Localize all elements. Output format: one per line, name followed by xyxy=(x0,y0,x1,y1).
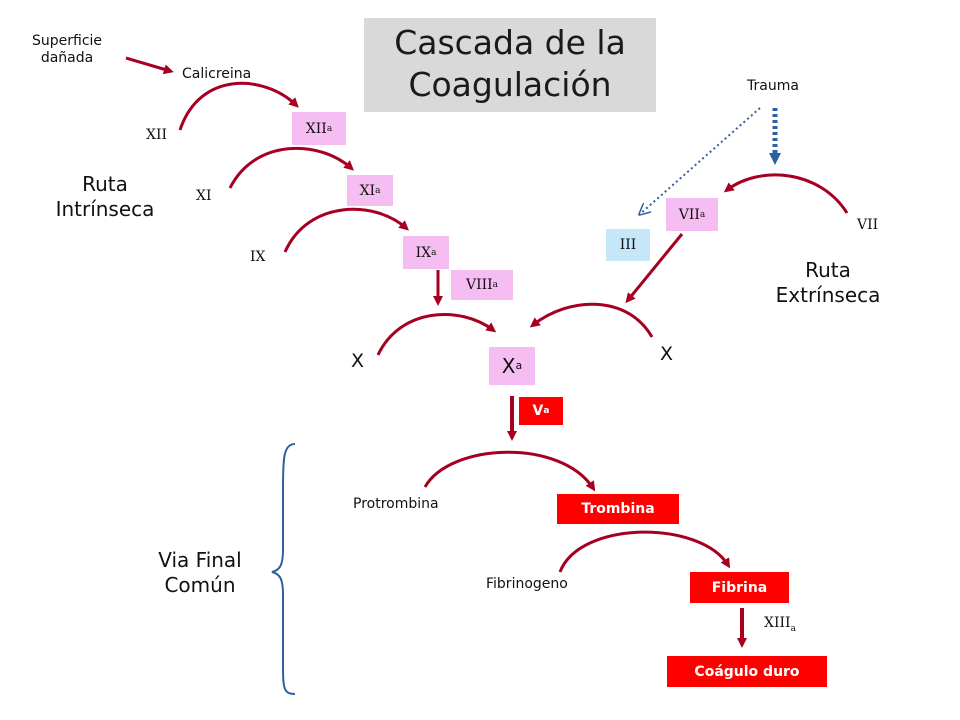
arrow-protrombina-to-trombina xyxy=(423,450,596,492)
arrow-viia-to-xa xyxy=(625,233,684,304)
arrow-trauma-to-iii xyxy=(640,107,761,214)
fibrina-box: Fibrina xyxy=(690,572,789,603)
protrombina-label: Protrombina xyxy=(353,496,439,512)
factor-ix-label: IX xyxy=(250,249,266,265)
factor-xiiia-label: XIIIa xyxy=(764,615,796,634)
arrow-superficie-to-calicreina xyxy=(125,56,174,75)
trombina-box: Trombina xyxy=(557,494,679,524)
fibrinogeno-label: Fibrinogeno xyxy=(486,576,568,592)
trauma-label: Trauma xyxy=(747,78,799,94)
arrow-vii-to-viia xyxy=(723,173,849,214)
factor-xii-label: XII xyxy=(146,127,168,143)
diagram-title: Cascada de la Coagulación xyxy=(364,22,656,106)
via-final-brace xyxy=(271,443,296,695)
arrow-fibrinogeno-to-fibrina xyxy=(558,530,731,573)
via-final-comun-label: Via Final Común xyxy=(158,548,242,597)
factor-xi-label: XI xyxy=(196,188,212,204)
coagulo-duro-box: Coágulo duro xyxy=(667,656,827,687)
arrow-x-right-to-xa xyxy=(529,302,654,338)
arrow-xii-to-xiia xyxy=(178,81,299,131)
factor-vii-label: VII xyxy=(857,217,879,233)
superficie-danada-label: Superficie dañada xyxy=(32,33,103,66)
factor-x-right-label: X xyxy=(660,343,674,365)
factor-iii-box: III xyxy=(606,229,650,261)
title-background xyxy=(364,18,656,112)
arrow-xi-to-xia xyxy=(228,146,354,189)
factor-x-left-label: X xyxy=(351,350,365,372)
ruta-intrinseca-label: Ruta Intrínseca xyxy=(55,172,155,221)
title-line-1: Cascada de la xyxy=(394,23,626,62)
arrow-ix-to-ixa xyxy=(283,207,409,253)
arrow-x-left-to-xa xyxy=(376,312,497,356)
ruta-extrinseca-label: Ruta Extrínseca xyxy=(775,258,881,307)
title-line-2: Coagulación xyxy=(408,65,612,104)
calicreina-label: Calicreina xyxy=(182,66,252,82)
